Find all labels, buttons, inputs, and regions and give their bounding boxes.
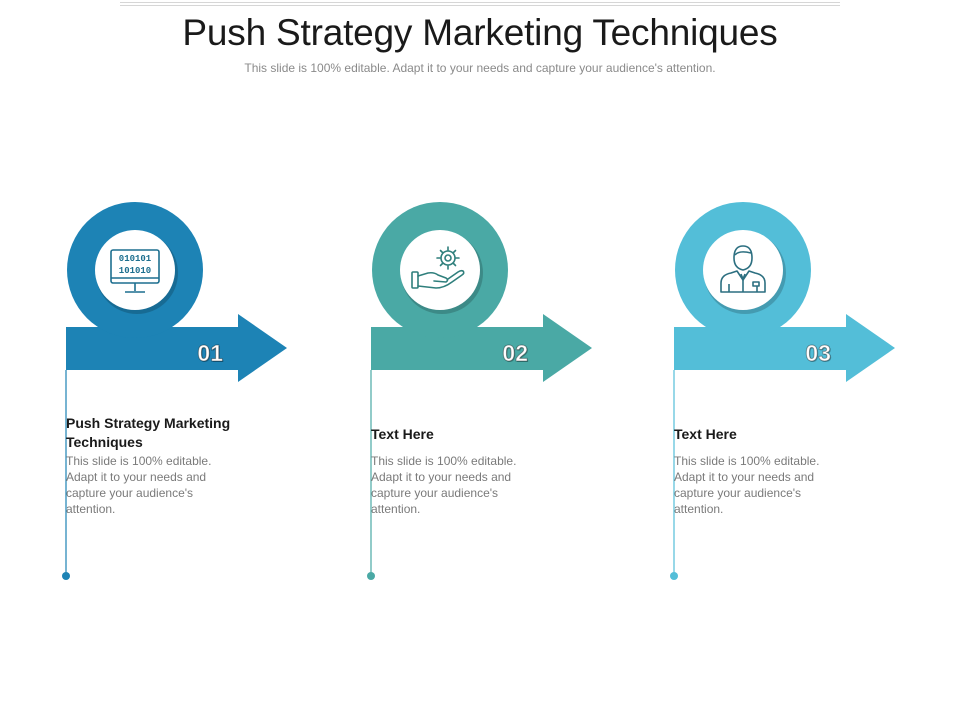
- step-3-title: Text Here: [674, 426, 737, 442]
- businessman-icon: [720, 245, 766, 293]
- svg-text:101010: 101010: [119, 266, 151, 276]
- step-1-graphic: 010101 101010: [62, 202, 287, 580]
- step-3-graphic: [670, 202, 895, 580]
- step-3-dot: [670, 572, 678, 580]
- step-1: 010101 101010 01 Push Strategy Marketing…: [55, 200, 295, 590]
- binary-monitor-icon: 010101 101010: [110, 249, 160, 293]
- step-3-body: This slide is 100% editable. Adapt it to…: [674, 454, 820, 516]
- hand-gear-icon: [411, 246, 465, 289]
- step-2: 02 Text Here This slide is 100% editable…: [360, 200, 600, 590]
- svg-text:010101: 010101: [119, 254, 152, 264]
- slide-title: Push Strategy Marketing Techniques: [182, 12, 778, 53]
- step-1-number: 01: [197, 340, 224, 367]
- top-rule-secondary: [120, 5, 840, 6]
- step-1-body: This slide is 100% editable. Adapt it to…: [66, 454, 212, 516]
- step-2-dot: [367, 572, 375, 580]
- step-2-title: Text Here: [371, 426, 434, 442]
- top-rule: [120, 2, 840, 3]
- step-2-graphic: [367, 202, 592, 580]
- step-2-body: This slide is 100% editable. Adapt it to…: [371, 454, 517, 516]
- step-3-number: 03: [805, 340, 832, 367]
- slide-subtitle: This slide is 100% editable. Adapt it to…: [244, 61, 716, 75]
- step-3: 03 Text Here This slide is 100% editable…: [663, 200, 903, 590]
- step-2-number: 02: [502, 340, 529, 367]
- step-1-dot: [62, 572, 70, 580]
- step-1-title: Push Strategy Marketing Techniques: [66, 415, 231, 450]
- step-2-icon-disc: [400, 230, 480, 310]
